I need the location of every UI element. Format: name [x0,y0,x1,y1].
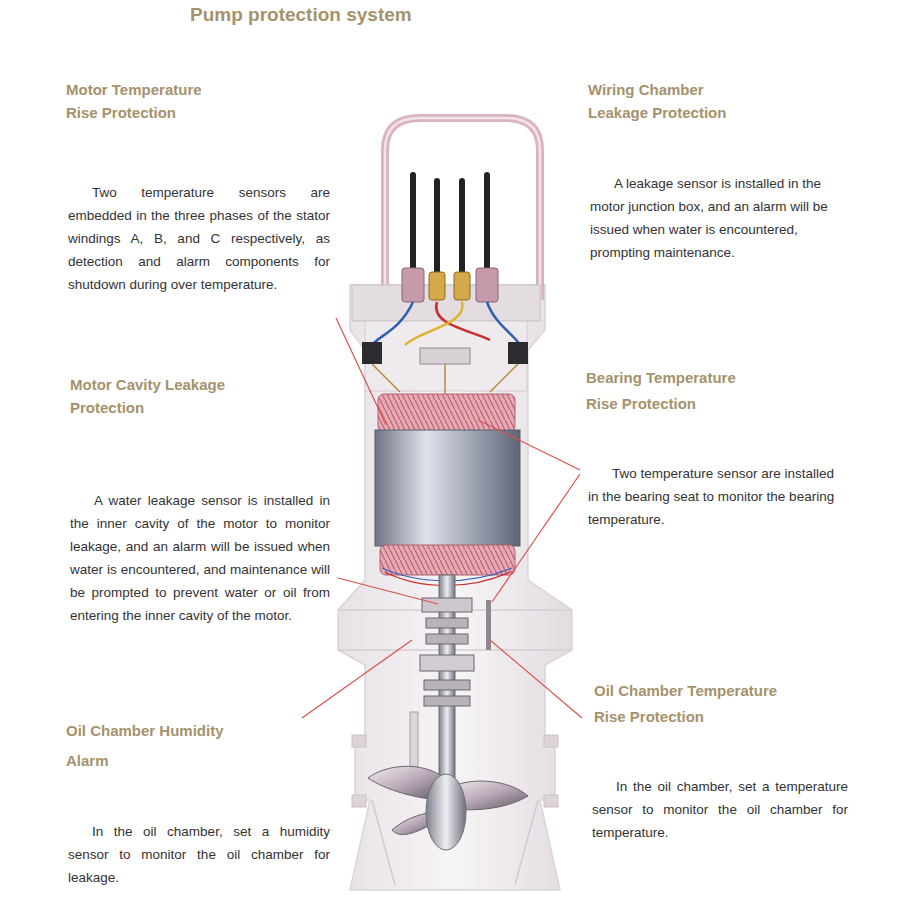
callout-description: A water leakage sensor is installed in t… [70,489,330,627]
cable [459,178,465,278]
stator-coil-end [380,545,515,575]
callout-description: A leakage sensor is installed in the mot… [590,172,846,264]
leader-line [338,578,438,604]
flange-bolt [352,795,366,807]
flange-bolt [544,735,558,747]
flange-bolt [352,735,366,747]
callout-heading: Motor Cavity Leakage Protection [70,373,260,419]
callout-heading: Bearing Temperature Rise Protection [586,365,756,417]
leader-line [492,474,580,602]
stator-core [375,430,520,546]
oil-chamber-seal [420,655,474,671]
wire [372,302,413,345]
mechanical-seal [424,680,470,690]
callout-description: Two temperature sensors are embedded in … [68,181,330,296]
flange-bolt [544,795,558,807]
cable-gland [476,268,498,302]
callout-heading: Oil Chamber Temperature Rise Protection [594,678,794,730]
terminal-block [420,348,470,364]
callout-heading: Wiring Chamber Leakage Protection [588,78,758,124]
bearing-seat [422,598,472,612]
callout-description: Two temperature sensor are installed in … [588,462,844,531]
cable-gland [454,272,470,300]
callout-description: In the oil chamber, set a temperature se… [592,775,848,844]
leader-line [478,420,580,470]
leader-line [302,640,412,718]
top-cap [352,285,540,321]
callout-heading: Oil Chamber Humidity Alarm [66,716,256,776]
impeller-hub [426,774,466,850]
callout-heading: Motor Temperature Rise Protection [66,78,236,124]
cable-gland [429,272,445,300]
stator-coil-end [378,394,515,432]
mechanical-seal [426,634,468,644]
cable [434,178,440,278]
page-title: Pump protection system [190,4,412,26]
terminal-block [362,342,382,364]
wire [405,302,463,345]
mechanical-seal [426,618,468,628]
cable-gland [402,268,424,302]
sensor-probe [410,712,418,770]
cable [484,172,490,277]
cable [410,172,416,277]
leader-line [336,318,386,425]
terminal-block [508,342,528,364]
winding-lead [372,364,518,395]
wire [487,302,520,345]
pump-housing [338,285,572,890]
sensor-probe [486,600,491,650]
leader-line [490,640,582,718]
mechanical-seal [424,696,470,706]
callout-description: In the oil chamber, set a humidity senso… [68,820,330,889]
